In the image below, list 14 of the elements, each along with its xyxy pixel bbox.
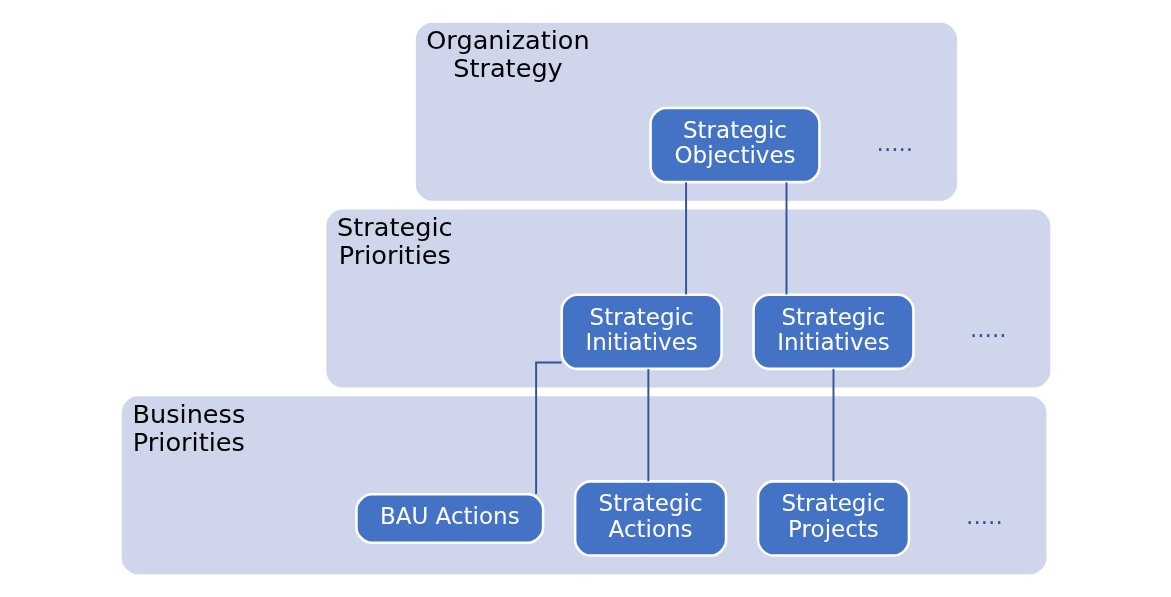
connector [646,368,649,483]
label: ..... [876,129,913,156]
connector [785,181,787,296]
connector [832,368,834,483]
connector [534,361,563,496]
node-box: Strategic Initiatives [751,293,915,371]
node-box: Strategic Projects [756,480,910,557]
label: ..... [965,503,1003,530]
node-box: BAU Actions [354,492,544,545]
node-box: Strategic Objectives [648,106,821,184]
node-box: Strategic Actions [573,480,727,557]
node-box: Strategic Initiatives [559,293,723,371]
connector [684,181,687,296]
label: ..... [969,316,1007,343]
